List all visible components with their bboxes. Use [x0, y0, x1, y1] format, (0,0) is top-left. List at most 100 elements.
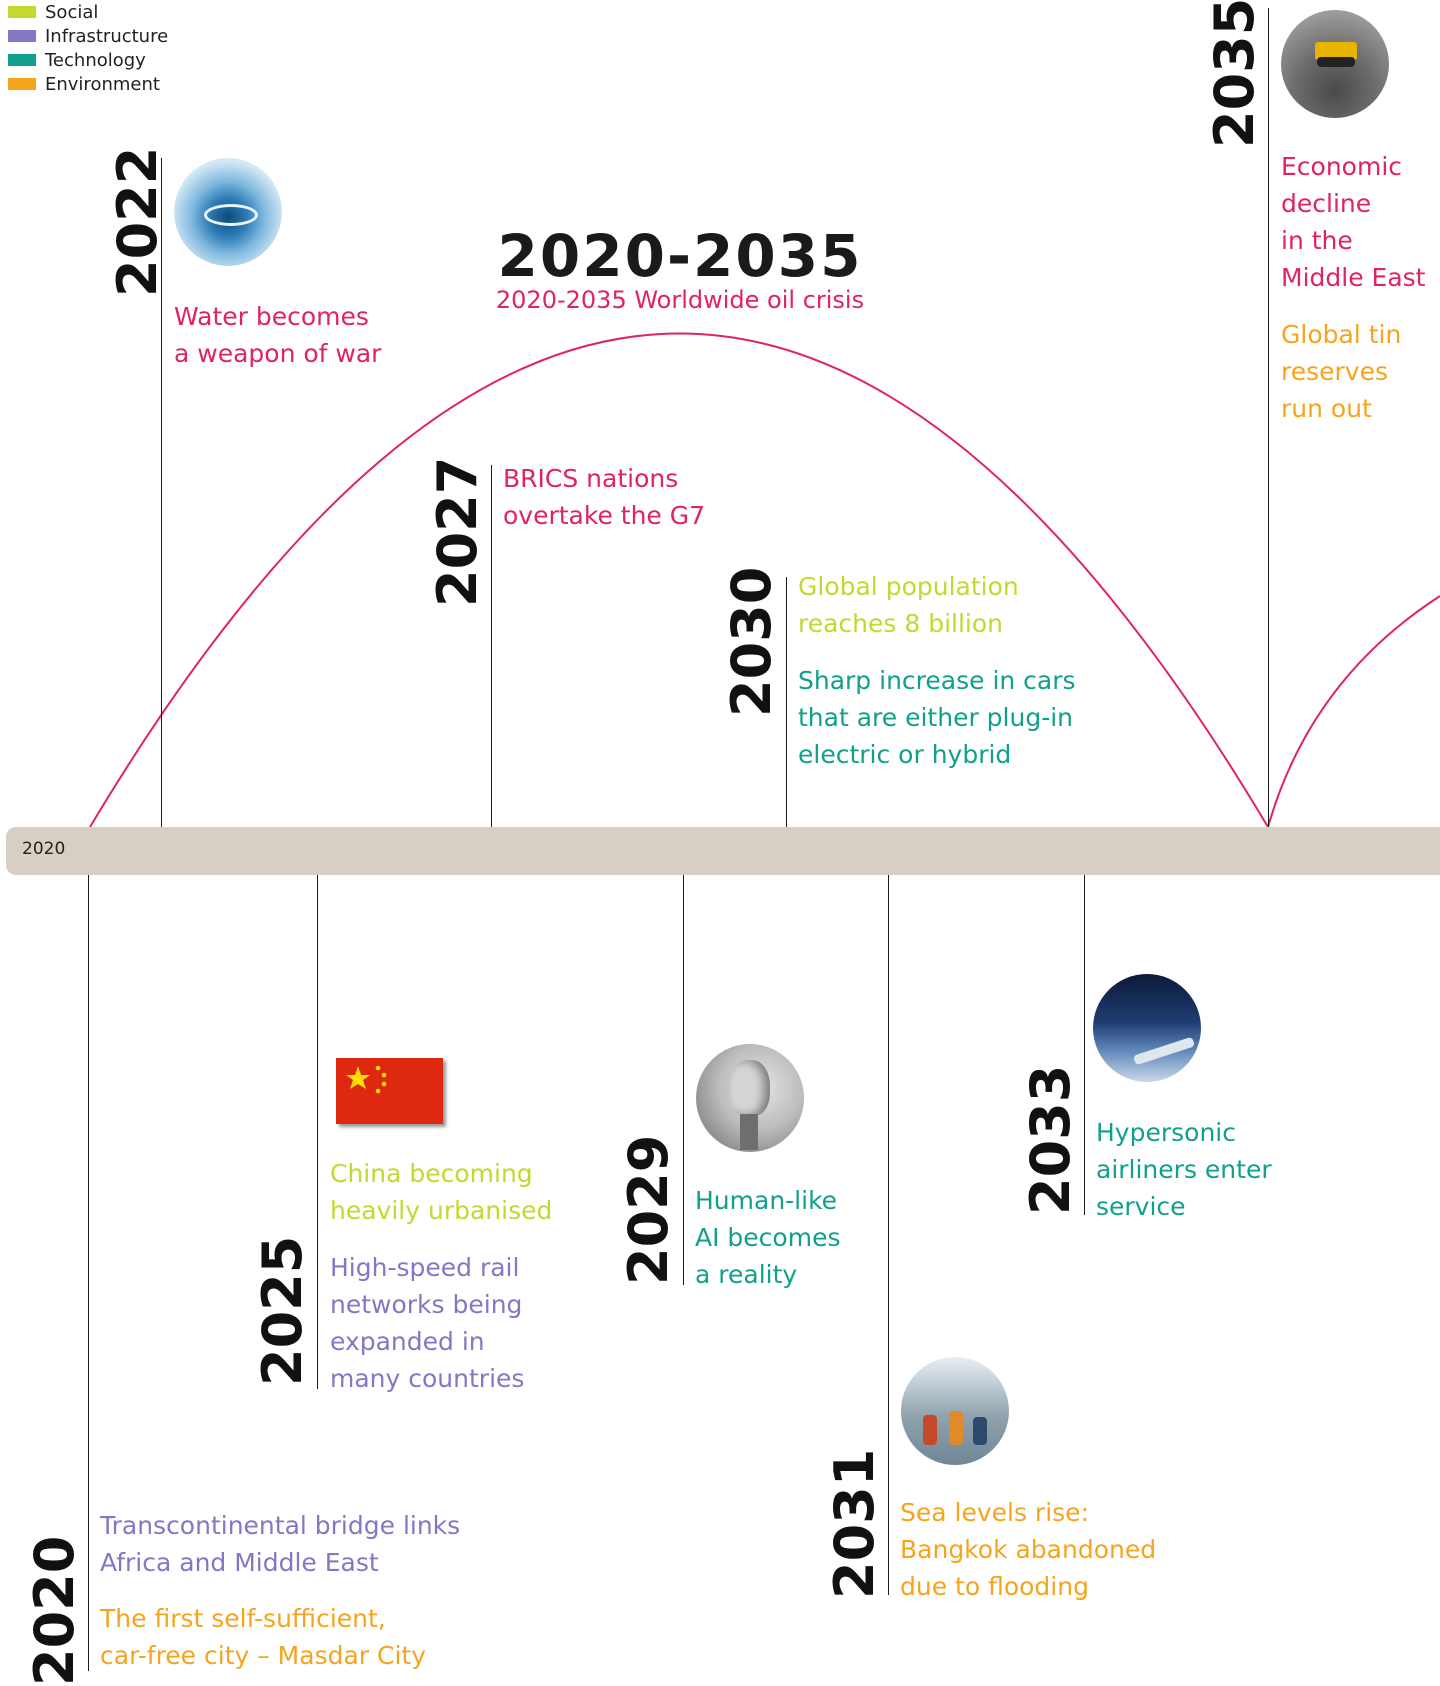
event-line: The first self-sufficient, [100, 1604, 386, 1633]
legend-swatch-social [8, 6, 36, 18]
event-text-2035-economy: Economic decline in the Middle East [1281, 148, 1425, 296]
event-text-2020-environment: The first self-sufficient, car-free city… [100, 1600, 426, 1674]
event-line-2025 [317, 875, 318, 1389]
event-line-2020 [88, 875, 89, 1671]
event-line: Hypersonic [1096, 1118, 1236, 1147]
event-line: BRICS nations [503, 464, 679, 493]
event-line: a reality [695, 1260, 798, 1289]
event-text-2025-infrastructure: High-speed rail networks being expanded … [330, 1249, 524, 1397]
event-line: that are either plug-in [798, 703, 1074, 732]
flood-person-2 [949, 1411, 963, 1445]
sky-wing-icon [1093, 974, 1201, 1082]
event-line: China becoming [330, 1159, 533, 1188]
event-line-2033 [1084, 875, 1085, 1215]
robot-neck [740, 1114, 758, 1150]
water-drop-ripple [204, 204, 258, 226]
event-line: Middle East [1281, 263, 1426, 292]
event-text-2030-social: Global population reaches 8 billion [798, 568, 1019, 642]
event-line: Sea levels rise: [900, 1498, 1089, 1527]
legend: Social Infrastructure Technology Environ… [8, 0, 168, 96]
event-line: due to flooding [900, 1572, 1089, 1601]
legend-label: Social [45, 1, 99, 23]
event-line: Transcontinental bridge links [100, 1511, 461, 1540]
event-year-2035: 2035 [1203, 0, 1266, 148]
event-line: airliners enter [1096, 1155, 1272, 1184]
event-year-2033: 2033 [1019, 1064, 1082, 1215]
flood-person-1 [923, 1415, 937, 1445]
timeline-start-label: 2020 [22, 839, 66, 859]
event-line: a weapon of war [174, 339, 382, 368]
legend-item-social: Social [8, 0, 168, 24]
event-line: reserves [1281, 357, 1388, 386]
event-line-2030 [786, 577, 787, 827]
flood-person-3 [973, 1417, 987, 1445]
event-line: reaches 8 billion [798, 609, 1004, 638]
legend-item-technology: Technology [8, 48, 168, 72]
legend-label: Technology [45, 49, 146, 71]
legend-item-environment: Environment [8, 72, 168, 96]
period-subtitle: 2020-2035 Worldwide oil crisis [495, 286, 865, 314]
legend-swatch-environment [8, 78, 36, 90]
event-line: run out [1281, 394, 1372, 423]
period-title: 2020-2035 [497, 222, 863, 290]
event-line-2027 [491, 465, 492, 827]
event-year-2031: 2031 [823, 1448, 886, 1599]
event-line: AI becomes [695, 1223, 841, 1252]
event-year-2020: 2020 [23, 1535, 86, 1686]
robot-face-icon [696, 1044, 804, 1152]
event-line: Africa and Middle East [100, 1548, 379, 1577]
event-year-2022: 2022 [106, 146, 169, 297]
event-line: overtake the G7 [503, 501, 706, 530]
truck-body [1315, 42, 1357, 60]
legend-swatch-infrastructure [8, 30, 36, 42]
event-line-2035 [1268, 8, 1269, 827]
event-year-2030: 2030 [720, 566, 783, 717]
event-text-2033: Hypersonic airliners enter service [1096, 1114, 1272, 1225]
flood-icon [901, 1357, 1009, 1465]
event-line: Global tin [1281, 320, 1402, 349]
event-line: Water becomes [174, 302, 369, 331]
event-line: High-speed rail [330, 1253, 520, 1282]
event-line: service [1096, 1192, 1186, 1221]
event-text-2022: Water becomes a weapon of war [174, 298, 381, 372]
event-text-2029: Human-like AI becomes a reality [695, 1182, 840, 1293]
china-flag-icon [336, 1058, 443, 1124]
legend-label: Environment [45, 73, 160, 95]
event-text-2031: Sea levels rise: Bangkok abandoned due t… [900, 1494, 1156, 1605]
event-line: heavily urbanised [330, 1196, 553, 1225]
event-year-2027: 2027 [426, 456, 489, 607]
event-line: Bangkok abandoned [900, 1535, 1157, 1564]
wing-shape [1132, 1036, 1196, 1066]
legend-label: Infrastructure [45, 25, 169, 47]
china-flag-stars [346, 1065, 387, 1094]
event-line-2022 [161, 158, 162, 827]
legend-item-infrastructure: Infrastructure [8, 24, 168, 48]
event-text-2035-environment: Global tin reserves run out [1281, 316, 1401, 427]
event-year-2029: 2029 [617, 1134, 680, 1285]
event-line: in the [1281, 226, 1353, 255]
event-year-2025: 2025 [251, 1235, 314, 1386]
event-line: Economic [1281, 152, 1403, 181]
event-text-2025-social: China becoming heavily urbanised [330, 1155, 552, 1229]
event-line: electric or hybrid [798, 740, 1012, 769]
event-line: Sharp increase in cars [798, 666, 1076, 695]
event-text-2030-tech: Sharp increase in cars that are either p… [798, 662, 1076, 773]
event-line: decline [1281, 189, 1372, 218]
mining-truck-icon [1281, 10, 1389, 118]
event-text-2027: BRICS nations overtake the G7 [503, 460, 705, 534]
event-line-2029 [683, 875, 684, 1285]
event-line-2031 [888, 875, 889, 1595]
event-line: Global population [798, 572, 1019, 601]
event-line: many countries [330, 1364, 525, 1393]
timeline-bar: 2020 [6, 827, 1440, 875]
legend-swatch-technology [8, 54, 36, 66]
event-text-2020-infrastructure: Transcontinental bridge links Africa and… [100, 1507, 460, 1581]
truck-wheels [1317, 57, 1355, 67]
event-line: Human-like [695, 1186, 838, 1215]
event-line: expanded in [330, 1327, 485, 1356]
water-drop-icon [174, 158, 282, 266]
event-line: car-free city – Masdar City [100, 1641, 427, 1670]
event-line: networks being [330, 1290, 523, 1319]
robot-face-shape [730, 1060, 770, 1116]
